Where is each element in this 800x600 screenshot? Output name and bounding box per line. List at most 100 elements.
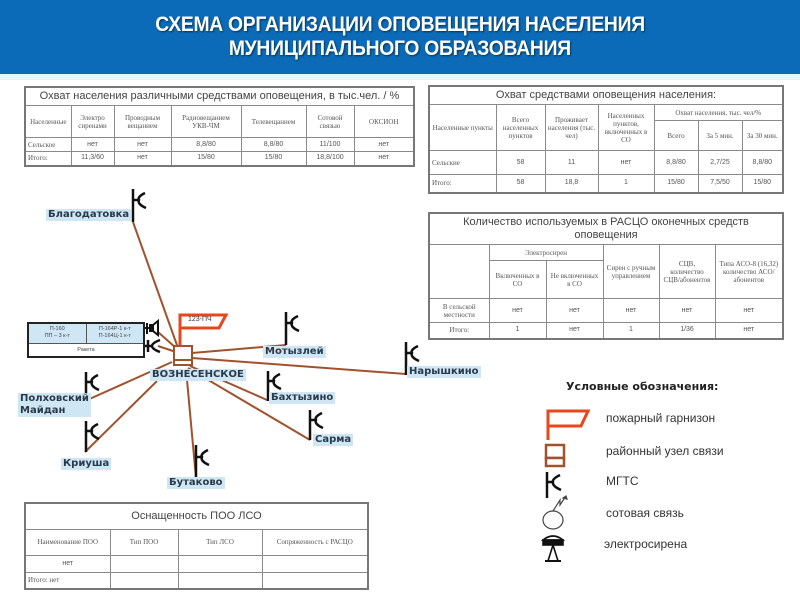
table-cell: 7,5/50 (697, 174, 743, 193)
mgts-icon (194, 445, 210, 478)
table-row: нет (24, 554, 369, 573)
settlement-motyzley: Мотызлей (263, 346, 326, 358)
table-cell: 15/80 (170, 151, 242, 166)
settlement-naryshkino: Нарышкино (407, 366, 481, 378)
legend-item-comm-node: районный узел связи (606, 444, 724, 458)
equipment-text: П-160 (49, 326, 65, 332)
settlement-butakovo: Бутаково (167, 477, 225, 489)
table-cell: 8,8/80 (170, 137, 242, 152)
alert-coverage-table: Охват средствами оповещения населения: Н… (428, 85, 784, 194)
equipment-text: ПП – 3 к-т (44, 333, 70, 339)
settlement-bakhtyzino: Бахтызино (269, 392, 336, 404)
link-butakovo (186, 379, 197, 479)
table-cell: 11/100 (305, 137, 355, 152)
terminal-header-cell: Сирен с ручным управлением (602, 244, 660, 299)
table-cell (261, 554, 369, 573)
table-cell: 58 (495, 174, 546, 193)
table-cell: Сельские (428, 150, 497, 175)
table-cell: нет (488, 298, 547, 323)
table-row: Сельское нет нет 8,8/80 8,8/80 11/100 не… (24, 137, 415, 152)
table-row: Итого: 1 нет 1 1/36 нет (428, 322, 784, 339)
alert-coverage-caption: Охват средствами оповещения населения: (428, 85, 784, 105)
legend-mgts-icon (545, 472, 562, 498)
alert-subheader-cell: За 5 мин. (697, 120, 743, 151)
table-row: Итого: нет (24, 571, 369, 590)
poo-table-caption: Оснащенность ПОО ЛСО (24, 502, 369, 530)
equipment-cell-2: П-164Р-1 к-т П-164Ц-1 к-т (85, 324, 144, 343)
table-cell: 1 (597, 174, 655, 193)
table-cell (261, 571, 369, 590)
table-cell: 15/80 (240, 151, 307, 166)
terminal-header-cell: Типа АСО-8 (16,32) количество АСО/абонен… (714, 244, 784, 299)
poo-header-cell: Тип ЛСО (177, 528, 263, 556)
poo-table: Оснащенность ПОО ЛСО Наименование ПОО Ти… (24, 502, 369, 590)
coverage-header-cell: Электро сиренами (70, 105, 115, 138)
link-equipment-2 (157, 345, 177, 353)
terminal-subheader-cell: Не включенных в СО (545, 260, 604, 299)
table-cell: нет (714, 298, 784, 323)
table-cell: 58 (495, 150, 546, 175)
equipment-bottom: Ракета (77, 347, 95, 353)
table-cell: Итого: (428, 322, 490, 339)
link-kriusha (84, 380, 158, 453)
settlement-blagodatovka: Благодатовка (46, 209, 132, 221)
table-cell: 11,3/60 (70, 151, 115, 166)
coverage-header-cell: Проводным вещанием (113, 105, 172, 138)
coverage-table-caption: Охват населения различными средствами оп… (24, 86, 415, 106)
table-cell: Итого: (24, 151, 72, 166)
table-row: Сельские 58 11 нет 8,8/80 2,7/25 8,8/80 (428, 150, 784, 175)
coverage-header-cell: ОКСИОН (353, 105, 415, 138)
legend-item-cellular: сотовая связь (606, 506, 684, 520)
terminal-header-empty (428, 244, 490, 299)
link-polkhovsky (84, 361, 173, 402)
table-cell: 15/80 (741, 174, 784, 193)
legend-item-fire-garrison: пожарный гарнизон (606, 411, 716, 425)
alert-subheader-cell: За 30 мин. (741, 120, 784, 151)
fire-station-label: 123-ПЧ (188, 316, 212, 323)
table-cell (177, 571, 263, 590)
poo-header-cell: Тип ПОО (109, 528, 179, 556)
table-cell: нет (113, 137, 172, 152)
terminal-header-cell: СЦВ, количество СЦВ/абонентов (658, 244, 716, 299)
loudspeaker-icon (145, 318, 159, 338)
table-cell: нет (70, 137, 115, 152)
alert-header-cell: Охват населения, тыс. чел/% (653, 104, 784, 121)
legend-fire-garrison-icon (546, 409, 591, 440)
alert-subheader-cell: Всего (653, 120, 699, 151)
legend-electric-siren-icon (540, 535, 566, 562)
table-row: Итого: 11,3/60 нет 15/80 15/80 18,8/100 … (24, 151, 415, 166)
table-cell (109, 571, 179, 590)
table-cell: В сельской местности (428, 298, 490, 323)
terminal-means-caption: Количество используемых в РАСЦО оконечны… (428, 212, 784, 245)
table-cell: 8,8/80 (653, 150, 699, 175)
coverage-header-cell: Населенные (24, 105, 72, 138)
table-cell: 2,7/25 (697, 150, 743, 175)
equipment-text: П-164Ц-1 к-т (98, 333, 131, 339)
table-row: Итого: 58 18,8 1 15/80 7,5/50 15/80 (428, 174, 784, 193)
center-settlement-label: ВОЗНЕСЕНСКОЕ (150, 369, 246, 381)
table-cell: нет (602, 298, 660, 323)
alert-header-cell: Всего населенных пунктов (495, 104, 546, 151)
table-cell: 18,8 (544, 174, 599, 193)
poo-header-cell: Сопряженность с РАСЦО (261, 528, 369, 556)
table-row: В сельской местности нет нет нет нет нет (428, 298, 784, 323)
table-cell: нет (714, 322, 784, 339)
alert-header-cell: Проживает населения (тыс. чел) (544, 104, 599, 151)
page-title-line-2: МУНИЦИПАЛЬНОГО ОБРАЗОВАНИЯ (229, 37, 571, 60)
page-title-line-1: СХЕМА ОРГАНИЗАЦИИ ОПОВЕЩЕНИЯ НАСЕЛЕНИЯ (155, 13, 645, 36)
table-cell: 8,8/80 (741, 150, 784, 175)
legend-item-siren: электросирена (604, 537, 688, 551)
table-cell: 11 (544, 150, 599, 175)
mgts-icon (145, 338, 161, 354)
table-cell: нет (113, 151, 172, 166)
coverage-header-cell: Радиовещанием УКВ-ЧМ (170, 105, 242, 138)
alert-header-cell: Населенные пункты (428, 104, 497, 151)
terminal-header-cell: Электросирен (488, 244, 604, 261)
settlement-polkhovsky-maidan: Полховский Майдан (18, 393, 91, 417)
settlement-sarma: Сарма (313, 434, 354, 446)
legend-title: Условные обозначения: (566, 380, 719, 393)
mgts-icon (131, 189, 147, 222)
mgts-icon (284, 312, 300, 345)
terminal-subheader-cell: Включенных в СО (488, 260, 547, 299)
table-cell (177, 554, 263, 573)
